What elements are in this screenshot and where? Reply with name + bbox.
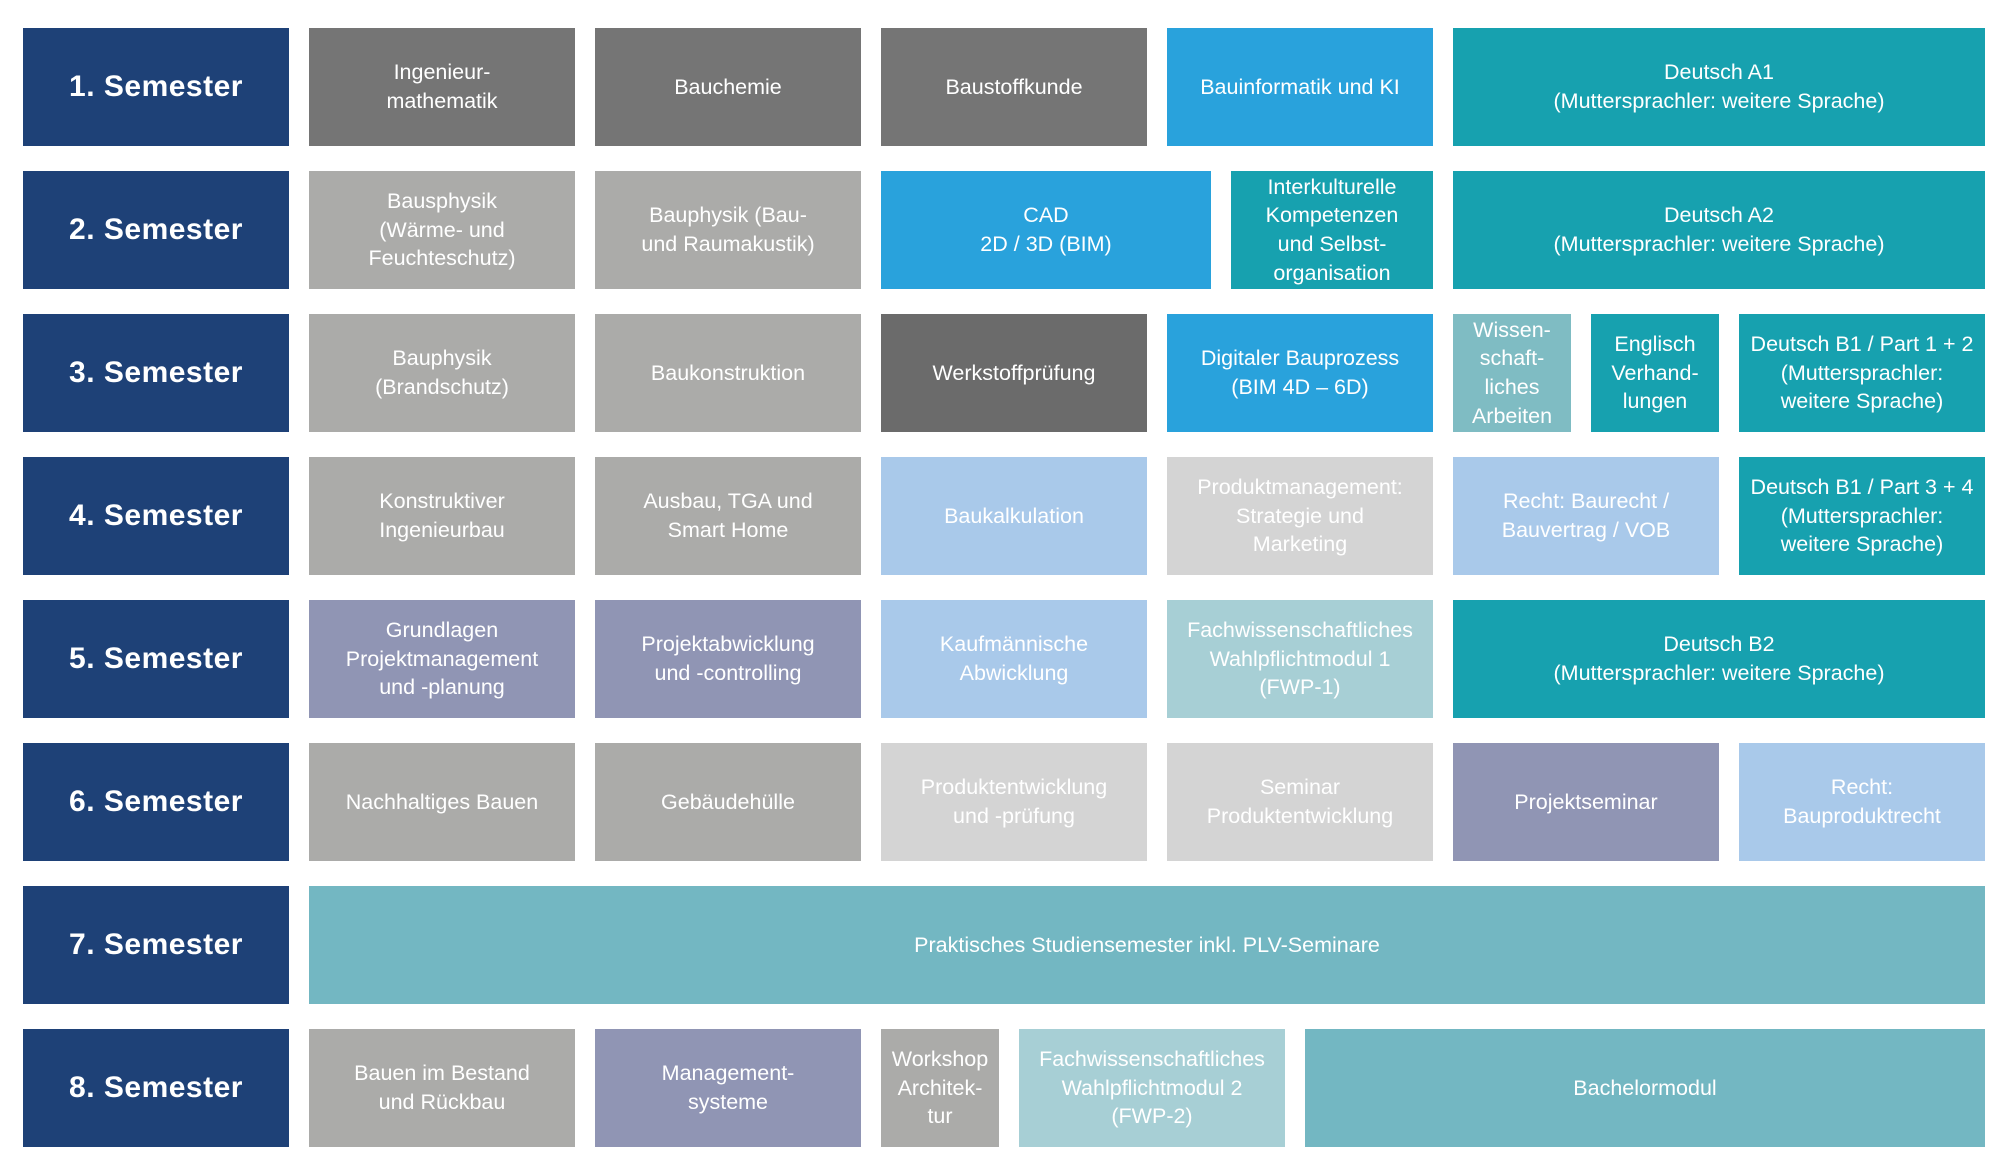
module-bauphysik-akustik: Bauphysik (Bau- und Raumakustik) (595, 171, 861, 289)
module-produktmanagement: Produktmanagement: Strategie und Marketi… (1167, 457, 1433, 575)
module-englisch-verhandlungen: Englisch Verhand- lungen (1591, 314, 1719, 432)
semester-row-2: 2. Semester Bausphysik (Wärme- und Feuch… (23, 171, 2000, 289)
module-bauinformatik-ki: Bauinformatik und KI (1167, 28, 1433, 146)
module-ingenieurmathematik: Ingenieur- mathematik (309, 28, 575, 146)
module-workshop-architektur: Workshop Architek- tur (881, 1029, 999, 1147)
semester-row-5: 5. Semester Grundlagen Projektmanagement… (23, 600, 2000, 718)
module-recht-bauproduktrecht: Recht: Bauproduktrecht (1739, 743, 1985, 861)
module-deutsch-a1: Deutsch A1 (Muttersprachler: weitere Spr… (1453, 28, 1985, 146)
module-kaufmaennische-abwicklung: Kaufmännische Abwicklung (881, 600, 1147, 718)
semester-1-label: 1. Semester (23, 28, 289, 146)
module-fwp-2: Fachwissenschaftliches Wahlpflichtmodul … (1019, 1029, 1285, 1147)
module-baukalkulation: Baukalkulation (881, 457, 1147, 575)
module-wissenschaftliches-arbeiten: Wissen- schaft- liches Arbeiten (1453, 314, 1571, 432)
module-projektabwicklung-controlling: Projektabwicklung und -controlling (595, 600, 861, 718)
module-ausbau-tga-smart-home: Ausbau, TGA und Smart Home (595, 457, 861, 575)
semester-3-label: 3. Semester (23, 314, 289, 432)
semester-row-7: 7. Semester Praktisches Studiensemester … (23, 886, 2000, 1004)
module-cad-2d-3d-bim: CAD 2D / 3D (BIM) (881, 171, 1211, 289)
module-deutsch-a2: Deutsch A2 (Muttersprachler: weitere Spr… (1453, 171, 1985, 289)
semester-7-label: 7. Semester (23, 886, 289, 1004)
semester-4-label: 4. Semester (23, 457, 289, 575)
module-baukonstruktion: Baukonstruktion (595, 314, 861, 432)
semester-row-4: 4. Semester Konstruktiver Ingenieurbau A… (23, 457, 2000, 575)
module-bauphysik-waerme: Bausphysik (Wärme- und Feuchteschutz) (309, 171, 575, 289)
module-werkstoffpruefung: Werkstoffprüfung (881, 314, 1147, 432)
module-projektseminar: Projektseminar (1453, 743, 1719, 861)
module-bauen-im-bestand: Bauen im Bestand und Rückbau (309, 1029, 575, 1147)
module-praktisches-studiensemester: Praktisches Studiensemester inkl. PLV-Se… (309, 886, 1985, 1004)
semester-8-label: 8. Semester (23, 1029, 289, 1147)
semester-row-8: 8. Semester Bauen im Bestand und Rückbau… (23, 1029, 2000, 1147)
semester-5-label: 5. Semester (23, 600, 289, 718)
module-managementsysteme: Management- systeme (595, 1029, 861, 1147)
semester-row-6: 6. Semester Nachhaltiges Bauen Gebäudehü… (23, 743, 2000, 861)
semester-row-1: 1. Semester Ingenieur- mathematik Bauche… (23, 28, 2000, 146)
module-digitaler-bauprozess: Digitaler Bauprozess (BIM 4D – 6D) (1167, 314, 1433, 432)
module-bauphysik-brandschutz: Bauphysik (Brandschutz) (309, 314, 575, 432)
module-gebaeudehuelle: Gebäudehülle (595, 743, 861, 861)
semester-row-3: 3. Semester Bauphysik (Brandschutz) Bauk… (23, 314, 2000, 432)
module-nachhaltiges-bauen: Nachhaltiges Bauen (309, 743, 575, 861)
module-bauchemie: Bauchemie (595, 28, 861, 146)
module-konstruktiver-ingenieurbau: Konstruktiver Ingenieurbau (309, 457, 575, 575)
semester-6-label: 6. Semester (23, 743, 289, 861)
module-interkulturelle-kompetenzen: Interkulturelle Kompetenzen und Selbst- … (1231, 171, 1433, 289)
module-deutsch-b1-part-3-4: Deutsch B1 / Part 3 + 4 (Muttersprachler… (1739, 457, 1985, 575)
module-seminar-produktentwicklung: Seminar Produktentwicklung (1167, 743, 1433, 861)
semester-2-label: 2. Semester (23, 171, 289, 289)
module-fwp-1: Fachwissenschaftliches Wahlpflichtmodul … (1167, 600, 1433, 718)
module-bachelormodul: Bachelormodul (1305, 1029, 1985, 1147)
module-produktentwicklung-pruefung: Produktentwicklung und -prüfung (881, 743, 1147, 861)
module-recht-baurecht-vob: Recht: Baurecht / Bauvertrag / VOB (1453, 457, 1719, 575)
module-deutsch-b1-part-1-2: Deutsch B1 / Part 1 + 2 (Muttersprachler… (1739, 314, 1985, 432)
module-deutsch-b2: Deutsch B2 (Muttersprachler: weitere Spr… (1453, 600, 1985, 718)
module-baustoffkunde: Baustoffkunde (881, 28, 1147, 146)
module-grundlagen-projektmanagement: Grundlagen Projektmanagement und -planun… (309, 600, 575, 718)
